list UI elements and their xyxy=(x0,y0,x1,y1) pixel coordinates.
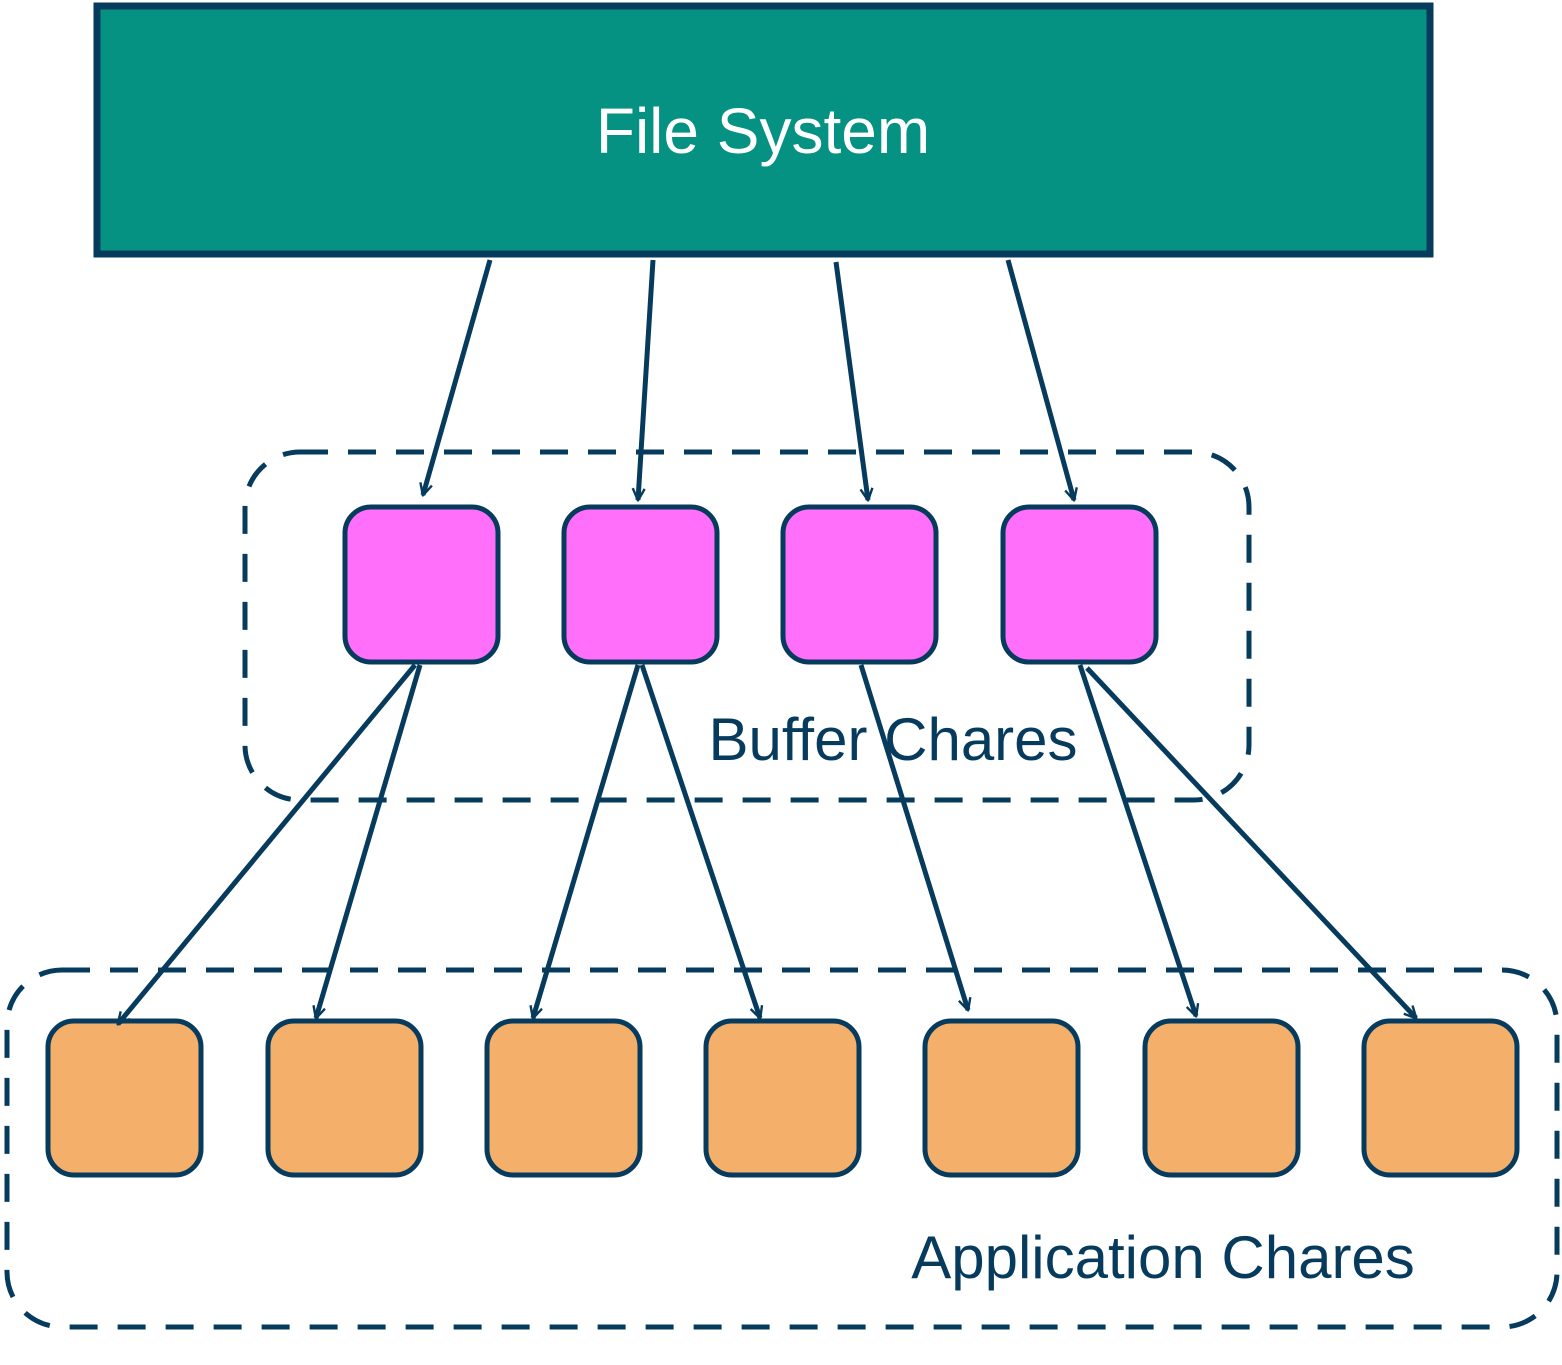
buffer-chare-box xyxy=(1000,504,1159,665)
application-chare-box xyxy=(703,1018,862,1178)
buffer-chare-box xyxy=(561,504,720,665)
file-to-buffer-arrow xyxy=(1005,259,1074,500)
buffer-to-app-arrow xyxy=(1085,666,1416,1018)
file-system-box xyxy=(93,2,1434,258)
buffer-chare-box xyxy=(780,504,939,665)
file-to-buffer-arrow xyxy=(423,259,493,495)
buffer-to-app-arrow xyxy=(639,664,760,1018)
buffer-chare-box xyxy=(342,504,501,665)
application-chare-box xyxy=(45,1018,204,1178)
application-chare-box xyxy=(922,1018,1081,1178)
buffer-chares-group xyxy=(242,449,1252,803)
buffer-to-app-arrow xyxy=(533,664,641,1018)
file-to-buffer-arrow xyxy=(833,261,868,500)
application-chare-box xyxy=(265,1018,424,1178)
buffer-to-app-arrow xyxy=(118,663,417,1024)
file-to-buffer-arrow xyxy=(638,259,656,500)
application-chare-box xyxy=(484,1018,643,1178)
application-chares-label: Application Chares xyxy=(911,1224,1415,1291)
buffer-to-app-arrow xyxy=(316,664,423,1018)
buffer-to-app-arrow xyxy=(1077,664,1196,1016)
buffer-to-app-arrow xyxy=(858,664,968,1010)
application-chare-box xyxy=(1361,1018,1520,1178)
file-system-label: File System xyxy=(596,95,930,167)
application-chares-group xyxy=(4,967,1560,1330)
application-chare-box xyxy=(1142,1018,1301,1178)
